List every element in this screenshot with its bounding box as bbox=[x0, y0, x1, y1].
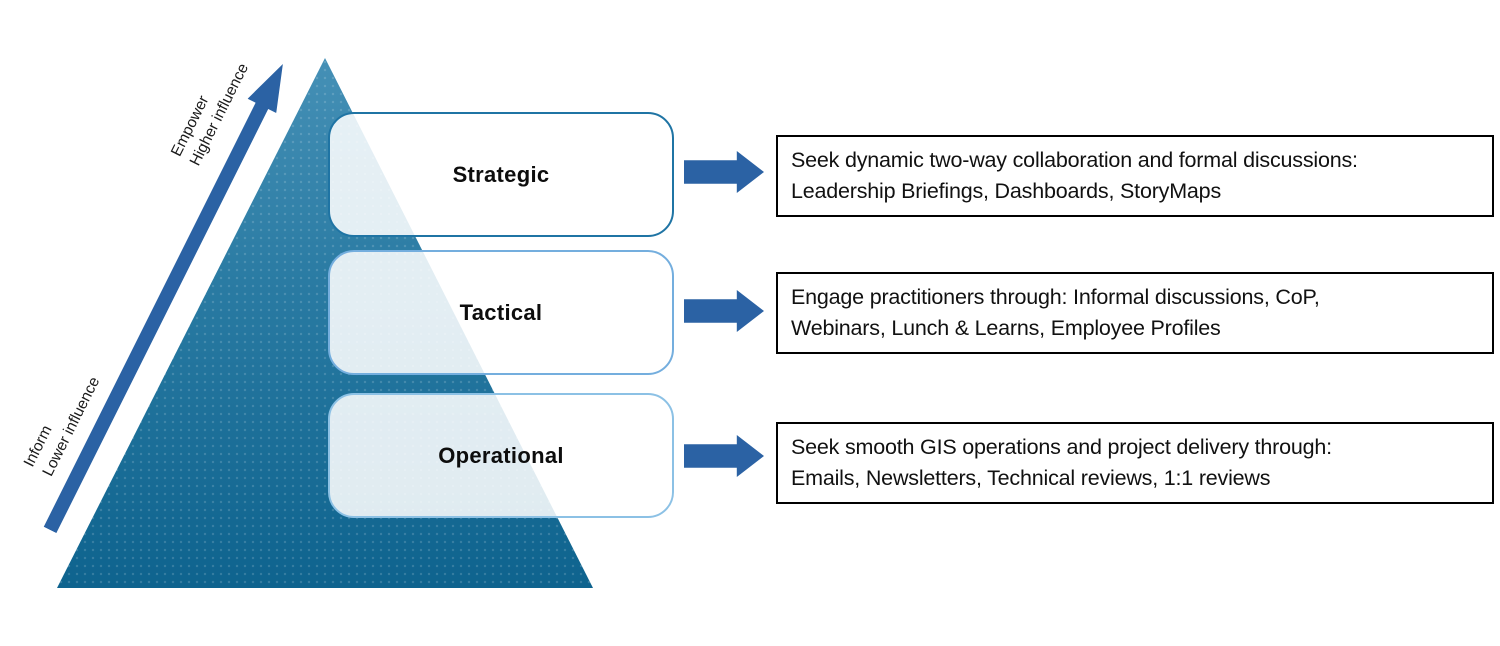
level-label-operational: Operational bbox=[438, 442, 564, 468]
right-arrow-icon-tactical bbox=[684, 290, 764, 332]
callout-strategic-line2: Leadership Briefings, Dashboards, StoryM… bbox=[791, 179, 1221, 203]
callout-strategic: Seek dynamic two-way collaboration and f… bbox=[776, 135, 1494, 217]
influence-axis-bottom-label: Inform Lower influence bbox=[19, 364, 105, 480]
level-label-strategic: Strategic bbox=[452, 161, 550, 187]
callout-tactical-line2: Webinars, Lunch & Learns, Employee Profi… bbox=[791, 316, 1221, 340]
callout-strategic-line1: Seek dynamic two-way collaboration and f… bbox=[791, 148, 1358, 172]
callout-operational-line1: Seek smooth GIS operations and project d… bbox=[791, 435, 1332, 459]
level-label-tactical: Tactical bbox=[459, 299, 543, 325]
callout-tactical-line1: Engage practitioners through: Informal d… bbox=[791, 285, 1320, 309]
callout-operational-line2: Emails, Newsletters, Technical reviews, … bbox=[791, 466, 1271, 490]
level-box-operational: Operational bbox=[328, 393, 674, 518]
right-arrow-icon-operational bbox=[684, 435, 764, 477]
level-box-strategic: Strategic bbox=[328, 112, 674, 237]
callout-operational: Seek smooth GIS operations and project d… bbox=[776, 422, 1494, 504]
level-box-tactical: Tactical bbox=[328, 250, 674, 375]
right-arrow-icon-strategic bbox=[684, 151, 764, 193]
callout-tactical: Engage practitioners through: Informal d… bbox=[776, 272, 1494, 354]
